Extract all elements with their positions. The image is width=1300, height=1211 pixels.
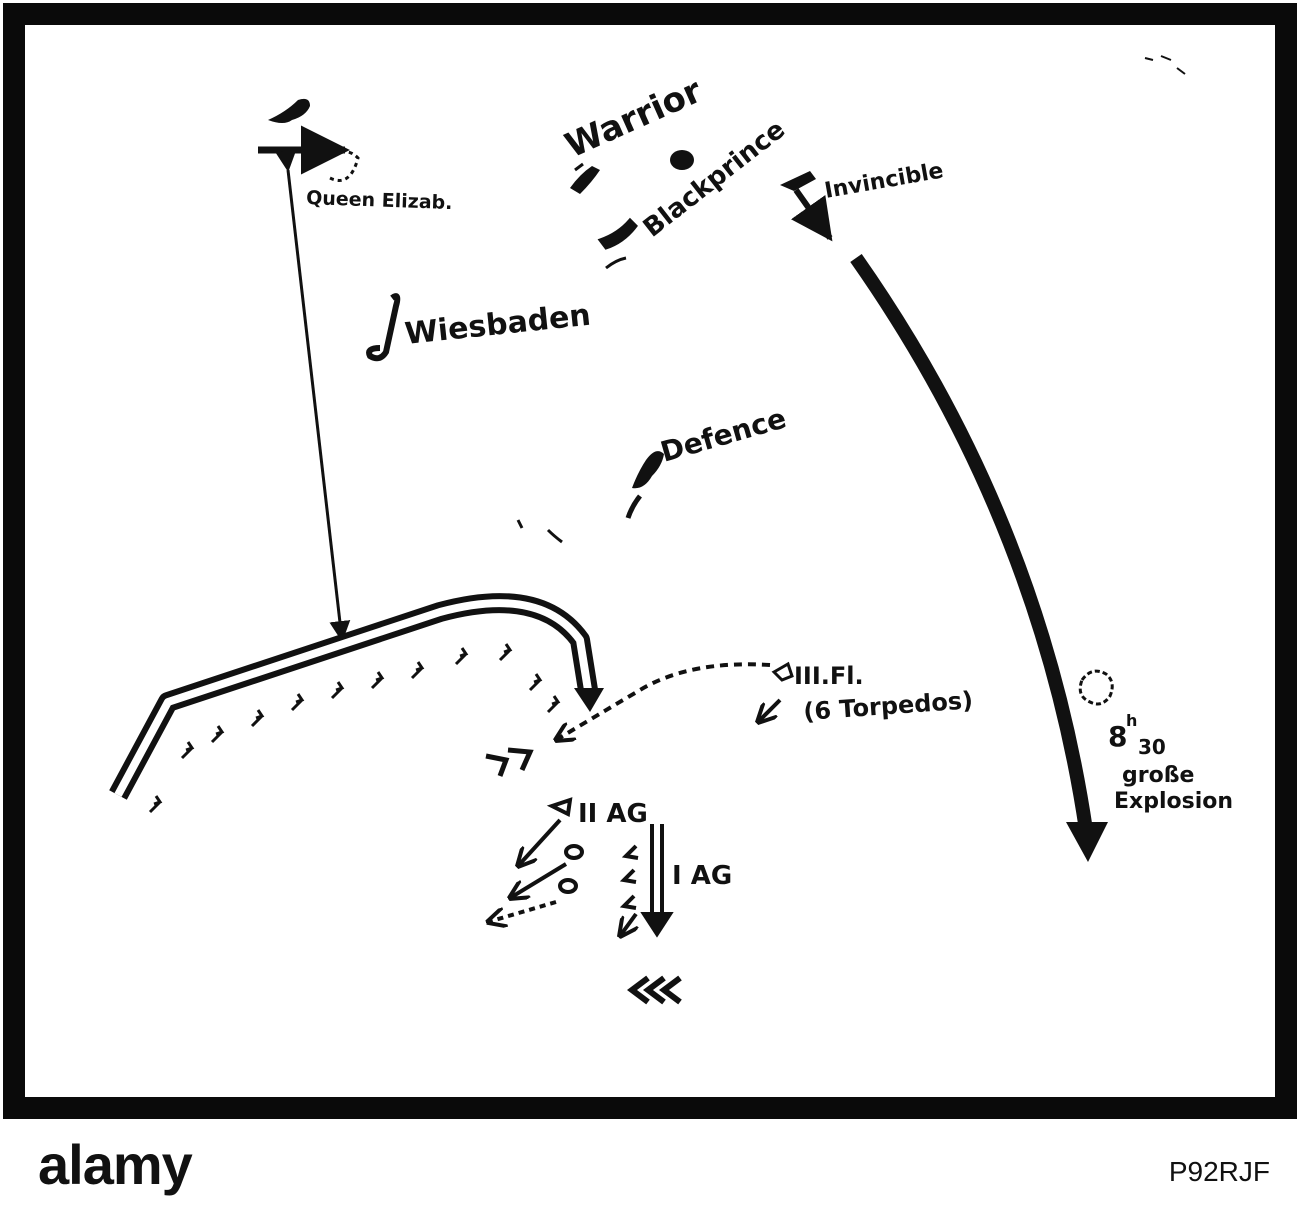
label-third-flotilla: III.Fl. bbox=[794, 662, 864, 690]
german-battle-line-inner bbox=[114, 599, 592, 797]
second-ag-group bbox=[488, 797, 584, 922]
third-flotilla-icon bbox=[771, 661, 794, 682]
label-defence: Defence bbox=[657, 401, 790, 468]
label-explosion-1: große bbox=[1122, 763, 1194, 788]
third-flotilla-track bbox=[556, 662, 771, 740]
label-second-ag: II AG bbox=[578, 799, 648, 829]
stray-mark bbox=[516, 519, 563, 544]
invincible-curve-arrowhead bbox=[1066, 822, 1108, 862]
label-explosion-2: Explosion bbox=[1114, 789, 1233, 814]
blackprince-ship bbox=[597, 150, 694, 270]
label-invincible: Invincible bbox=[823, 158, 946, 203]
wiesbaden-ship bbox=[366, 293, 401, 362]
explosion-icon bbox=[1078, 669, 1114, 706]
label-time-hours: 8 bbox=[1108, 720, 1127, 753]
brand-logo: alamy bbox=[38, 1133, 193, 1196]
defence-ship bbox=[625, 451, 664, 519]
third-flotilla-arrow bbox=[758, 698, 782, 722]
bottom-chevrons-icon bbox=[627, 975, 682, 1005]
label-time-minutes: 30 bbox=[1138, 735, 1166, 759]
thin-connector-arrow bbox=[275, 150, 351, 643]
stray-mark-top-right bbox=[1144, 55, 1186, 75]
queen-elizabeth-ship bbox=[258, 98, 360, 182]
battle-sketch: Queen Elizab. Warrior Blackprince Invinc… bbox=[3, 3, 1297, 1119]
label-time-sup: h bbox=[1126, 711, 1137, 730]
german-ships-row bbox=[148, 643, 561, 814]
label-blackprince: Blackprince bbox=[638, 115, 791, 244]
label-first-ag: I AG bbox=[672, 861, 732, 891]
diagram-frame: Queen Elizab. Warrior Blackprince Invinc… bbox=[3, 3, 1297, 1119]
label-queen-elizabeth: Queen Elizab. bbox=[306, 187, 453, 214]
invincible-curve-arrow bbox=[850, 253, 1093, 832]
german-battle-line-arrowhead bbox=[574, 688, 604, 712]
label-wiesbaden: Wiesbaden bbox=[403, 298, 592, 352]
invincible-ship bbox=[780, 171, 833, 242]
warrior-ship bbox=[570, 162, 600, 194]
label-torpedos: (6 Torpedos) bbox=[802, 686, 973, 726]
first-ag-group bbox=[620, 824, 674, 936]
watermark-footer: alamy P92RJF bbox=[0, 1122, 1300, 1211]
frame-border bbox=[3, 3, 1297, 1119]
image-code: P92RJF bbox=[1168, 1156, 1270, 1187]
chevron-group-icon bbox=[485, 747, 534, 777]
